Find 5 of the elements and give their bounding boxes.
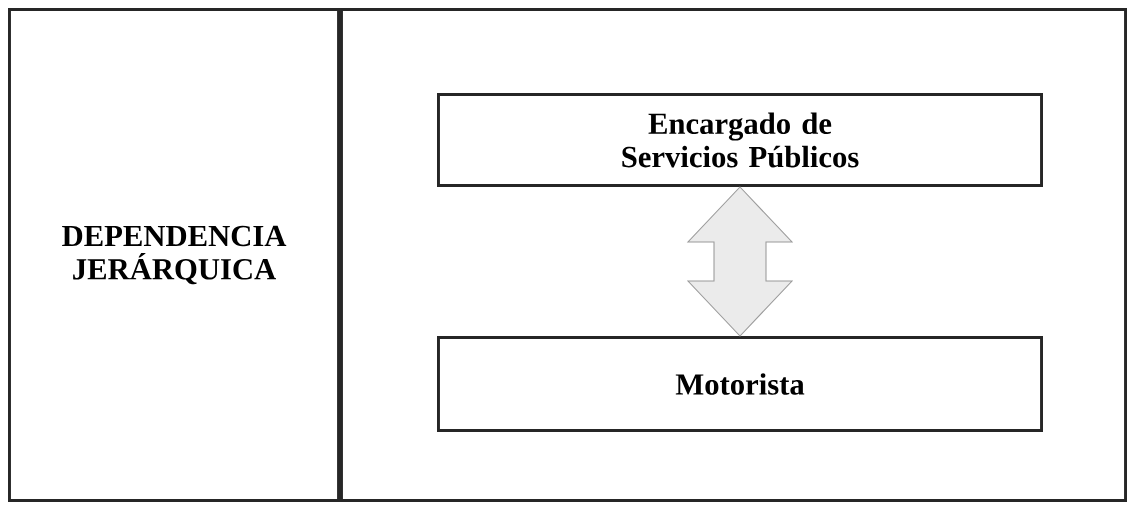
double-arrow: [686, 186, 794, 337]
table-cell: DEPENDENCIA JERÁRQUICA: [8, 8, 340, 502]
process-box: Encargado de Servicios Públicos: [437, 93, 1043, 187]
process-box: Motorista: [437, 336, 1043, 432]
table-cell: [340, 8, 1127, 502]
